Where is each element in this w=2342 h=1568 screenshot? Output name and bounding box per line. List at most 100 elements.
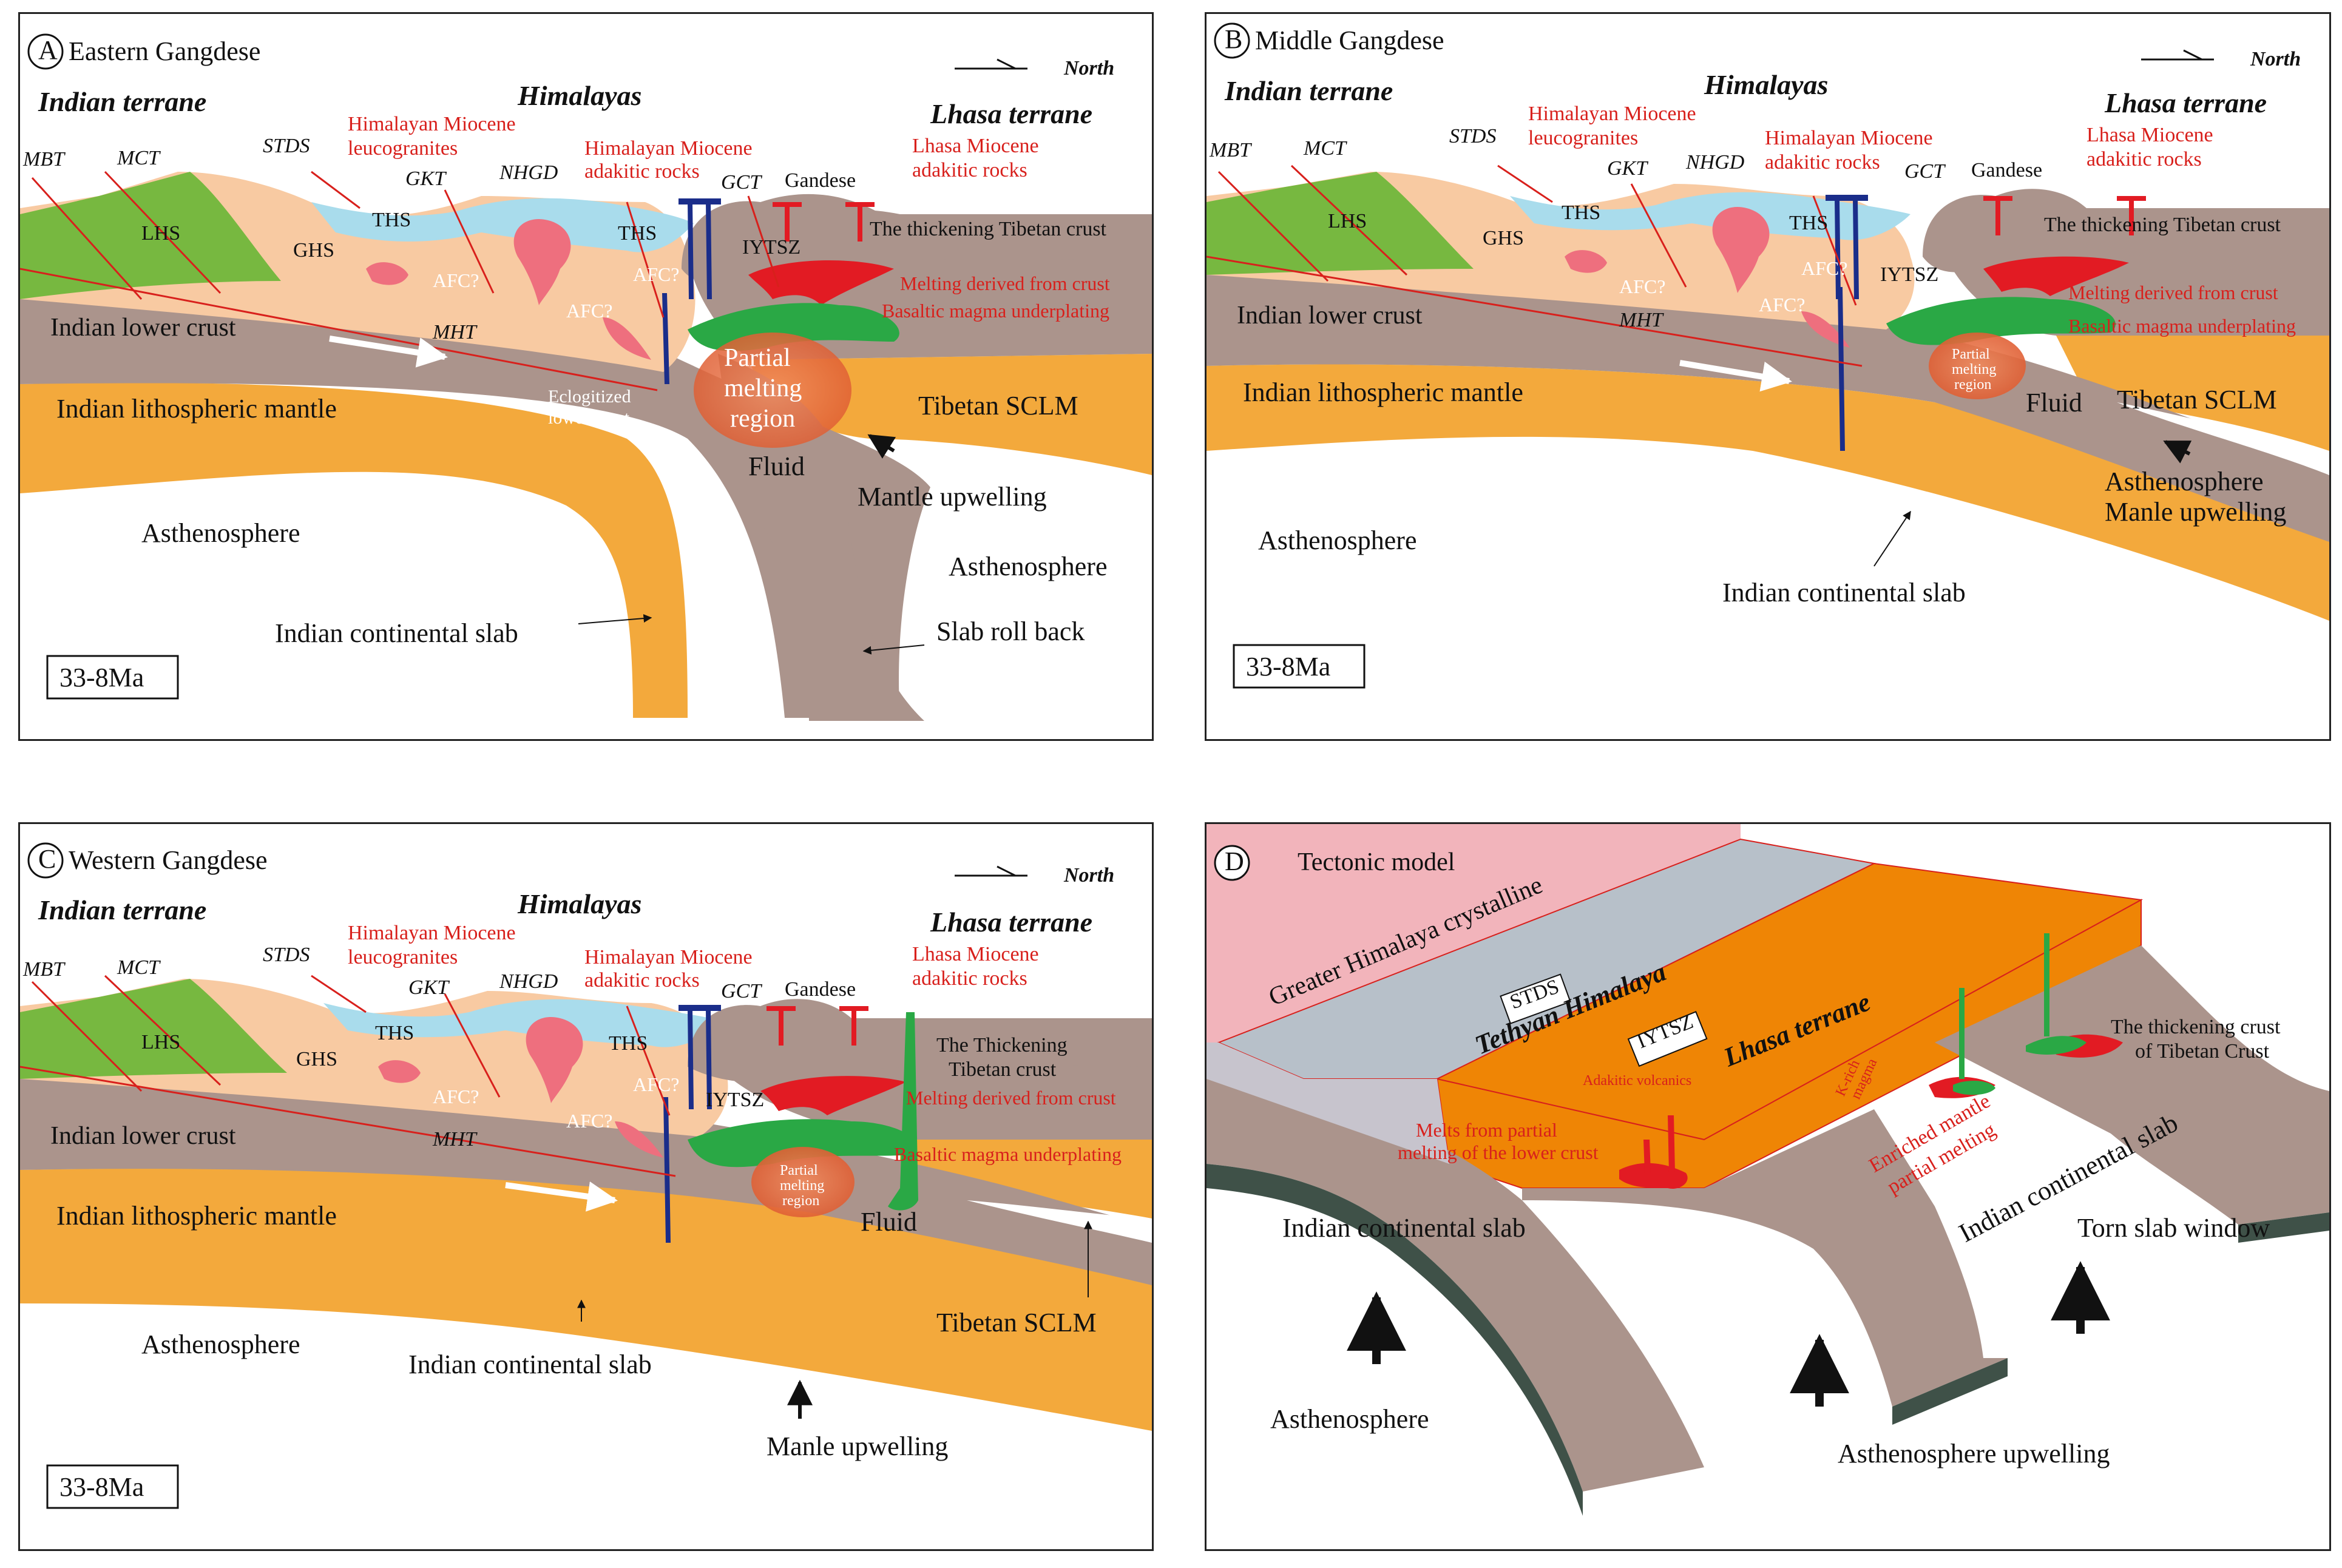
indian-slab-right <box>1935 945 2329 1225</box>
asthenosphere-label: Asthenosphere <box>1270 1404 1429 1434</box>
lhasa-terrane-label: Lhasa terrane <box>2104 87 2267 118</box>
panel-c: C Western Gangdese North Indian terrane … <box>18 822 1154 1551</box>
ths-label-1: THS <box>375 1022 414 1044</box>
himalayas-label: Himalayas <box>1704 69 1828 100</box>
indian-lithospheric-mantle <box>1207 364 2329 621</box>
granite-small-1 <box>366 262 408 285</box>
partial-label-2: melting <box>1952 362 1996 377</box>
asth-upwelling-label: Asthenosphere upwelling <box>1838 1439 2110 1468</box>
partial-melting-region <box>1929 333 2026 399</box>
indian-slab-label: Indian continental slab <box>275 618 518 648</box>
red-dyke-1 <box>1668 1115 1675 1173</box>
basaltic-label: Basaltic magma underplating <box>882 300 1109 322</box>
ladak-label-1: Lhasa Miocene <box>2086 124 2213 146</box>
thickening-label-2: Tibetan crust <box>949 1058 1057 1081</box>
basaltic-underplating <box>688 1119 917 1168</box>
adakite-dyke-2 <box>688 202 694 299</box>
mht-label: MHT <box>1619 309 1664 331</box>
panel-c-diagram: C Western Gangdese North Indian terrane … <box>20 842 1152 1509</box>
asthenosphere-label-2: Asthenosphere <box>2105 467 2264 496</box>
ladak-label-2: adakitic rocks <box>912 159 1027 181</box>
lithospheric-mantle-label: Indian lithospheric mantle <box>1243 377 1523 407</box>
adakite-dyke-1 <box>1838 287 1845 451</box>
ths-label-2: THS <box>1789 212 1828 234</box>
ghs-label: GHS <box>293 239 334 262</box>
ths-unit <box>323 999 724 1047</box>
lhasa-dyke-2 <box>858 205 862 242</box>
indian-slab-left-edge <box>1207 1164 1583 1516</box>
indian-slab-middle-edge <box>1892 1358 2008 1425</box>
basaltic-underplating <box>1886 297 2116 345</box>
afc-label-2: AFC? <box>1759 294 1805 316</box>
iytsz-box <box>1627 1011 1708 1067</box>
lhasa-dyke-cap-2 <box>2117 196 2146 201</box>
mbt-label: MBT <box>22 148 66 171</box>
partial-label-3: region <box>1954 377 1991 393</box>
indian-lower-crust-label: Indian lower crust <box>1237 302 1423 329</box>
age-label: 33-8Ma <box>59 1472 144 1502</box>
pink-left-face <box>1207 1043 1449 1164</box>
fluid-label: Fluid <box>2026 388 2082 417</box>
leucogranite-diapir <box>526 1017 583 1103</box>
thickening-crust-label-1: The thickening crust <box>2111 1016 2281 1038</box>
melting-crust-label: Melting derived from crust <box>906 1087 1116 1109</box>
fluid-label: Fluid <box>748 451 805 481</box>
lhs-unit <box>20 979 287 1079</box>
lhs-unit <box>20 172 281 299</box>
indian-lower-crust-label: Indian lower crust <box>50 314 236 342</box>
lhasa-terrane-label: Lhasa terrane <box>930 907 1092 938</box>
age-box <box>1233 644 1366 689</box>
fault-lines <box>1207 164 1863 367</box>
pointer-upwelling <box>867 434 896 459</box>
partial-label-1: Partial <box>1952 346 1990 362</box>
upwelling-gap <box>967 1200 1152 1243</box>
ths-label-1: THS <box>372 209 411 231</box>
panel-title: Middle Gangdese <box>1255 25 1444 55</box>
adakitic-volcanics-label: Adakitic volcanics <box>1583 1073 1691 1089</box>
leucogranite-diapir <box>1712 207 1770 293</box>
ladak-label-2: adakitic rocks <box>912 967 1027 990</box>
hadak-label-2: adakitic rocks <box>584 160 700 183</box>
lhasa-dyke-cap-1 <box>1983 196 2012 201</box>
lhasa-upper <box>682 194 1152 283</box>
afc-label-3: AFC? <box>633 1073 679 1095</box>
tibetan-sclm-label: Tibetan SCLM <box>936 1308 1097 1337</box>
indian-slab-label-1: Indian continental slab <box>1282 1213 1526 1243</box>
asthenosphere-label-1: Asthenosphere <box>1258 525 1417 555</box>
thickening-label: The thickening Tibetan crust <box>2044 214 2281 236</box>
melts-label-1: Melts from partial <box>1416 1119 1557 1141</box>
mbt-label: MBT <box>22 958 66 981</box>
panel-letter: B <box>1225 24 1242 54</box>
green-dyke-1 <box>1959 988 1965 1079</box>
manle-upwelling-label: Manle upwelling <box>2105 497 2286 527</box>
north-label: North <box>2250 48 2301 70</box>
afc-label-3: AFC? <box>633 263 679 285</box>
adakite-cap-1 <box>679 1005 703 1011</box>
partial-melting-region <box>694 333 851 448</box>
leuco-label-1: Himalayan Miocene <box>348 113 516 135</box>
panel-d-diagram: D Tectonic model Greater Himalaya crysta… <box>1207 824 2329 1516</box>
age-box <box>46 655 179 700</box>
indian-slab-right-edge <box>2238 1212 2329 1243</box>
panel-letter: C <box>38 844 56 874</box>
hadak-label-1: Himalayan Miocene <box>584 137 753 160</box>
adakite-dyke-3 <box>706 202 712 299</box>
age-label: 33-8Ma <box>1246 652 1330 681</box>
white-arrow <box>505 1181 618 1212</box>
afc-label-1: AFC? <box>433 269 479 291</box>
lhs-label: LHS <box>1328 210 1367 232</box>
hadak-label-1: Himalayan Miocene <box>584 946 753 968</box>
gkt-label: GKT <box>408 976 450 999</box>
white-arrow <box>329 336 448 368</box>
ladak-label-2: adakitic rocks <box>2086 148 2202 171</box>
mantle-upwelling-label: Mantle upwelling <box>858 482 1047 512</box>
panel-a: A Eastern Gangdese North Indian terrane … <box>18 12 1154 741</box>
stds-label: STDS <box>263 135 310 157</box>
eclog-label-1: Eclogitized <box>548 387 631 407</box>
afc-label-3: AFC? <box>1801 257 1847 279</box>
north-label: North <box>1063 864 1114 887</box>
panel-letter-circle <box>27 33 64 70</box>
leuco-label-2: leucogranites <box>1528 127 1638 149</box>
indian-slab-middle <box>1522 1109 2008 1407</box>
asthenosphere-label-1: Asthenosphere <box>141 1330 300 1359</box>
